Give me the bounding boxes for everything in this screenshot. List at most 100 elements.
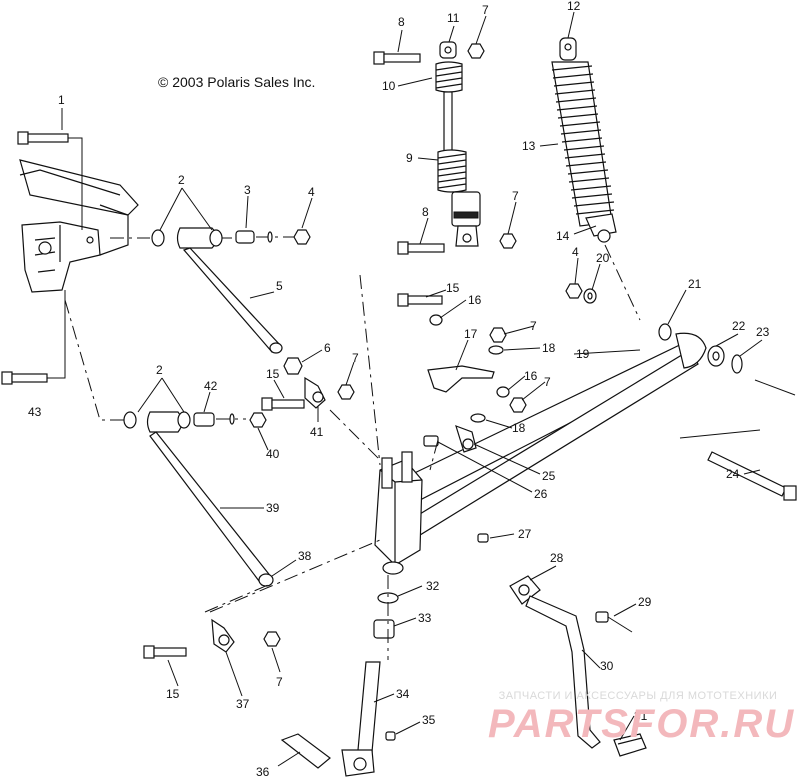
callout-7-lower-bracket: 7 (544, 375, 551, 389)
washer-18-lower (470, 413, 486, 423)
callout-10: 10 (382, 79, 396, 93)
callout-15-upper: 15 (446, 281, 460, 295)
callout-23: 23 (756, 325, 770, 339)
callout-25: 25 (542, 469, 556, 483)
upper-shock-absorber (435, 41, 481, 247)
callout-2-upper: 2 (178, 173, 185, 187)
callout-39: 39 (266, 501, 280, 515)
trailing-arm (398, 323, 707, 536)
nut-7-bottom (263, 631, 281, 647)
callout-15-mid: 15 (266, 367, 280, 381)
callout-11: 11 (447, 11, 460, 25)
bolt-24 (707, 451, 797, 501)
watermark: ЗАПЧАСТИ И АКСЕССУАРЫ ДЛЯ МОТОТЕХНИКИ PA… (488, 690, 796, 746)
spindle-housing (374, 451, 423, 575)
callout-31: 31 (634, 709, 648, 723)
watermark-logo: PARTSFOR.RU (488, 702, 796, 746)
nut-6 (283, 357, 303, 375)
bolt-15-upper (397, 293, 443, 307)
callout-labels: 1 2 3 4 5 6 7 8 9 10 11 12 13 14 15 16 1… (28, 0, 770, 779)
callout-37: 37 (236, 697, 250, 711)
callout-4-upper: 4 (308, 185, 315, 199)
callout-26: 26 (534, 487, 548, 501)
callout-41: 41 (310, 425, 324, 439)
bolt-15-mid (261, 397, 305, 411)
spacer-3 (235, 230, 296, 244)
callout-3: 3 (244, 183, 251, 197)
callout-43: 43 (28, 405, 42, 419)
callout-18-lower: 18 (512, 421, 526, 435)
callout-8-top: 8 (398, 15, 405, 29)
callout-5: 5 (276, 279, 283, 293)
callout-9: 9 (406, 151, 413, 165)
nut-4-rear (565, 283, 583, 299)
nut-7-mid (337, 384, 355, 400)
pivot-28 (509, 575, 541, 605)
callout-40: 40 (266, 447, 280, 461)
callout-4-rear: 4 (572, 245, 579, 259)
callout-17: 17 (464, 327, 478, 341)
washer-16-lower (496, 386, 510, 398)
bolt-15-lower (143, 645, 187, 659)
bracket-17 (427, 365, 495, 393)
callout-7-lower-shock: 7 (512, 189, 519, 203)
rear-shock-absorber (551, 37, 617, 243)
tie-rod-end-41 (304, 376, 326, 409)
callout-16-lower: 16 (524, 369, 538, 383)
grease-fitting-35 (385, 731, 396, 741)
callout-8-lower: 8 (422, 205, 429, 219)
callout-12: 12 (567, 0, 581, 13)
lower-control-arm (64, 299, 274, 587)
ball-joint-25 (455, 425, 477, 453)
tie-rod-end-37 (211, 618, 235, 653)
frame-bracket (19, 159, 139, 293)
callout-21: 21 (688, 277, 702, 291)
callout-34: 34 (396, 687, 410, 701)
pad-31 (613, 733, 647, 757)
callout-7-mid: 7 (352, 351, 359, 365)
bolt-1 (17, 131, 83, 230)
bushing-36 (280, 733, 331, 769)
bolt-8-top (373, 51, 421, 65)
washer-16-upper (429, 314, 443, 326)
copyright-notice: © 2003 Polaris Sales Inc. (158, 74, 316, 90)
callout-33: 33 (418, 611, 432, 625)
upper-control-arm (110, 227, 283, 354)
callout-36: 36 (256, 765, 270, 779)
callout-1: 1 (58, 93, 65, 107)
lever-30 (525, 595, 601, 749)
callout-16-upper: 16 (468, 293, 482, 307)
callout-7-top: 7 (482, 3, 489, 17)
callout-42: 42 (204, 379, 218, 393)
leader-lines (61, 11, 763, 767)
nut-7-top (467, 43, 485, 59)
nut-7-bracket (489, 327, 507, 343)
watermark-tagline: ЗАПЧАСТИ И АКСЕССУАРЫ ДЛЯ МОТОТЕХНИКИ (498, 690, 778, 702)
callout-19: 19 (576, 347, 590, 361)
nut-4 (293, 229, 311, 245)
callout-28: 28 (550, 551, 564, 565)
callout-15-lower: 15 (166, 687, 180, 701)
callout-22: 22 (732, 319, 746, 333)
callout-18-upper: 18 (542, 341, 556, 355)
bolt-8-lower (397, 241, 445, 255)
callout-13: 13 (522, 139, 536, 153)
bushing-26 (423, 435, 439, 447)
callout-6: 6 (324, 341, 331, 355)
callout-35: 35 (422, 713, 436, 727)
washer-20 (583, 288, 597, 304)
pin-29 (595, 611, 633, 633)
steering-post-34 (341, 661, 381, 777)
nut-7-lower (499, 233, 517, 249)
callout-2-lower: 2 (156, 363, 163, 377)
callout-7-bottom: 7 (276, 675, 283, 689)
bolt-43 (1, 290, 66, 385)
bushing-33 (373, 619, 395, 639)
callout-32: 32 (426, 579, 440, 593)
callout-14: 14 (556, 229, 570, 243)
grease-fitting-27 (477, 533, 489, 543)
spacer-42 (193, 412, 246, 427)
callout-24: 24 (726, 467, 740, 481)
callout-30: 30 (600, 659, 614, 673)
